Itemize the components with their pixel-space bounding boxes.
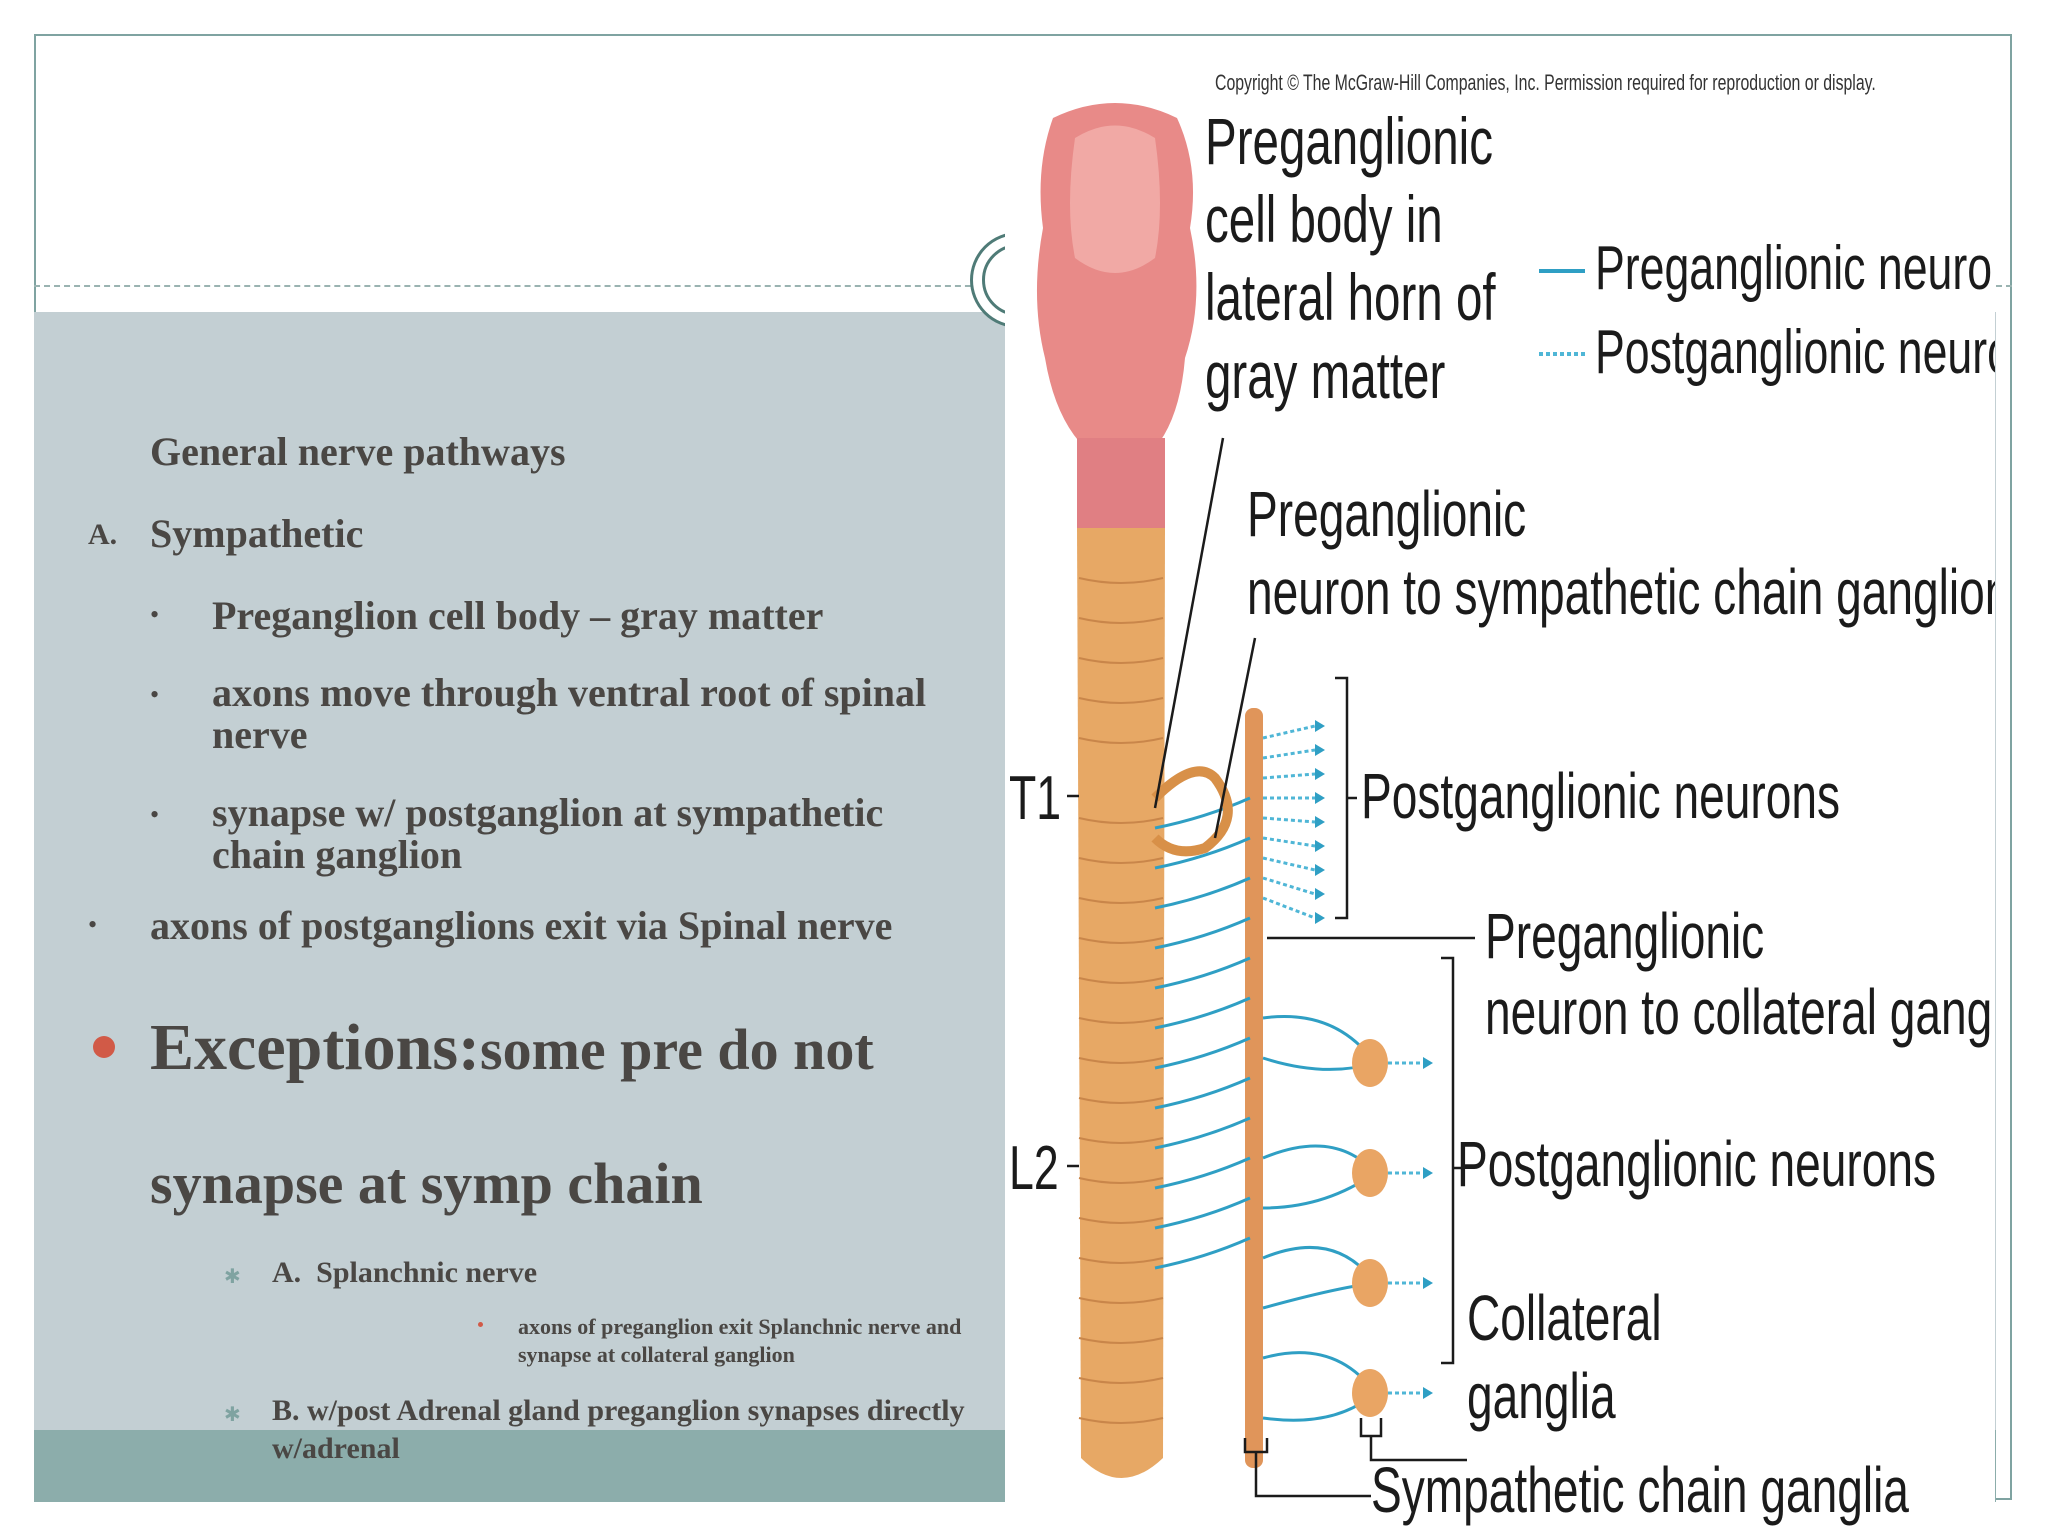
exceptions-line-1: Exceptions:some pre do not <box>150 1010 874 1086</box>
spinal-nerve-loop <box>1151 766 1233 857</box>
red-bullet-icon <box>478 1322 483 1327</box>
sub-bullet-1: Preganglion cell body – gray matter <box>212 593 824 638</box>
leader-lines <box>1067 437 1475 1498</box>
bullet-dot: • <box>150 600 160 629</box>
bullet-dot: • <box>150 800 160 829</box>
spinal-cord-diagram <box>1036 103 1585 1498</box>
cell-body-label-2: cell body in <box>1205 182 1443 256</box>
splanchnic-detail-2: synapse at collateral ganglion <box>518 1342 795 1367</box>
preganglionic-fibers <box>1154 796 1377 1422</box>
section-a-marker: A. <box>88 518 118 551</box>
symp-chain-ganglia-label: Sympathetic chain ganglia <box>1371 1454 1909 1526</box>
bullet-dot: • <box>88 910 98 939</box>
star-bullet-icon: ✱ <box>224 1404 241 1426</box>
cell-body-label-1: Preganglionic <box>1205 104 1493 178</box>
pre-to-chain-label-1: Preganglionic <box>1247 478 1527 550</box>
bullet-exit: axons of postganglions exit via Spinal n… <box>150 903 893 948</box>
slide-heading: General nerve pathways <box>150 429 566 474</box>
splanchnic-label: A. Splanchnic nerve <box>272 1256 538 1289</box>
copyright-notice: Copyright © The McGraw-Hill Companies, I… <box>1215 70 1876 95</box>
post-neurons-lower-label: Postganglionic neurons <box>1457 1128 1937 1200</box>
sympathetic-chain <box>1245 708 1263 1468</box>
exceptions-line-2: synapse at symp chain <box>150 1151 703 1216</box>
adrenal-line-1: B. w/post Adrenal gland preganglion syna… <box>272 1394 965 1427</box>
arrowheads-upper <box>1315 720 1325 924</box>
sub-bullet-3: synapse w/ postganglion at sympathetic c… <box>212 790 884 877</box>
cell-body-label-4: gray matter <box>1205 338 1446 412</box>
brainstem-highlight <box>1070 125 1160 273</box>
collateral-ganglia-label-1: Collateral <box>1467 1282 1662 1354</box>
arrowheads-lower <box>1423 1057 1433 1399</box>
nerve-pathway-figure: Copyright © The McGraw-Hill Companies, I… <box>1005 58 1995 1536</box>
postganglionic-fibers-lower <box>1388 1061 1423 1395</box>
pre-to-collateral-label-1: Preganglionic <box>1485 900 1765 972</box>
exceptions-keyword: Exceptions: <box>150 1011 480 1084</box>
collateral-ganglia-label-2: ganglia <box>1467 1360 1616 1432</box>
collateral-ganglia-shapes <box>1352 1039 1388 1417</box>
pre-to-collateral-label-2: neuron to collateral ganglion <box>1485 976 1995 1048</box>
exceptions-text: some pre do not <box>480 1017 874 1082</box>
pre-to-chain-label-2: neuron to sympathetic chain ganglion <box>1247 556 1995 628</box>
medulla-shape <box>1077 438 1165 528</box>
adrenal-line-2: w/adrenal <box>272 1432 400 1465</box>
bullet-dot: • <box>150 680 160 709</box>
cell-body-label-3: lateral horn of <box>1205 260 1496 334</box>
legend-pre-label: Preganglionic neuron <box>1595 234 1995 303</box>
t1-label: T1 <box>1009 764 1062 833</box>
l2-label: L2 <box>1009 1134 1059 1203</box>
post-neurons-upper-label: Postganglionic neurons <box>1361 760 1841 832</box>
cord-segments <box>1078 577 1164 1424</box>
postganglionic-fibers-upper <box>1262 724 1316 920</box>
spinal-cord-shape <box>1077 528 1165 1478</box>
accent-bullet-icon <box>93 1036 115 1058</box>
splanchnic-detail-1: axons of preganglion exit Splanchnic ner… <box>518 1314 962 1339</box>
star-bullet-icon: ✱ <box>224 1266 241 1288</box>
legend-post-label: Postganglionic neuron <box>1595 318 1995 387</box>
section-a-title: Sympathetic <box>150 511 364 556</box>
sub-bullet-2: axons move through ventral root of spina… <box>212 670 927 757</box>
